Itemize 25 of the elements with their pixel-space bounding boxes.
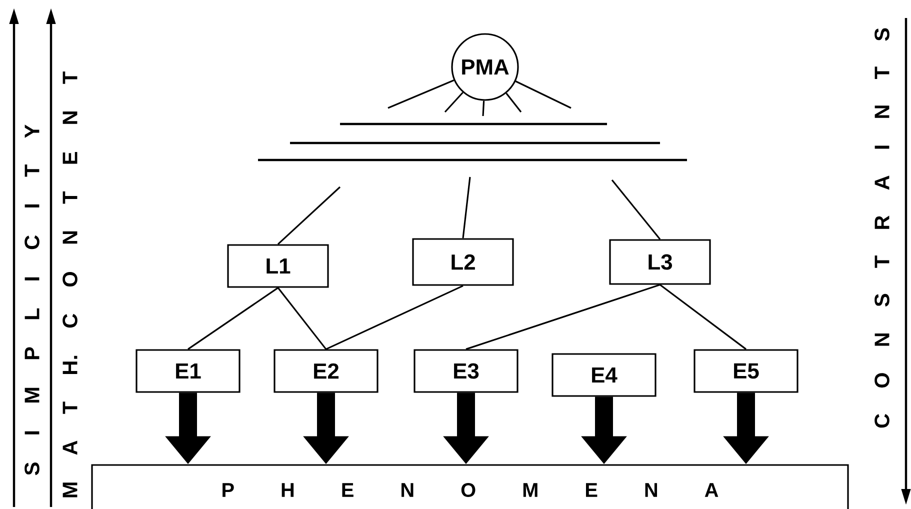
level-box: E3 bbox=[414, 349, 518, 393]
connector-line bbox=[466, 284, 660, 350]
connector-line bbox=[277, 287, 327, 350]
axis-label: C O N S T R A I N T S bbox=[874, 28, 890, 428]
level-box: L1 bbox=[227, 244, 329, 288]
ray-line bbox=[515, 80, 572, 109]
level-box: L3 bbox=[609, 239, 711, 285]
level-box: E4 bbox=[552, 353, 656, 397]
level-box: E1 bbox=[136, 349, 240, 393]
connector-line bbox=[611, 180, 661, 240]
level-box: L2 bbox=[412, 238, 514, 286]
ray-line bbox=[388, 79, 454, 109]
phenomena-box: P H E N O M E N A bbox=[91, 464, 849, 509]
connector-line bbox=[660, 284, 746, 350]
ray-line bbox=[506, 92, 522, 112]
connector-line bbox=[326, 285, 464, 350]
ray-line bbox=[482, 100, 485, 116]
connector-line bbox=[188, 287, 278, 350]
level-box: E5 bbox=[694, 349, 798, 393]
ray-line bbox=[444, 92, 464, 113]
connector-line bbox=[277, 186, 341, 245]
axis-label: M A T H. C O N T E N T bbox=[62, 72, 78, 498]
axis-label: S I M P L I C I T Y bbox=[24, 124, 40, 476]
connector-line bbox=[462, 176, 471, 238]
level-box: E2 bbox=[274, 349, 378, 393]
